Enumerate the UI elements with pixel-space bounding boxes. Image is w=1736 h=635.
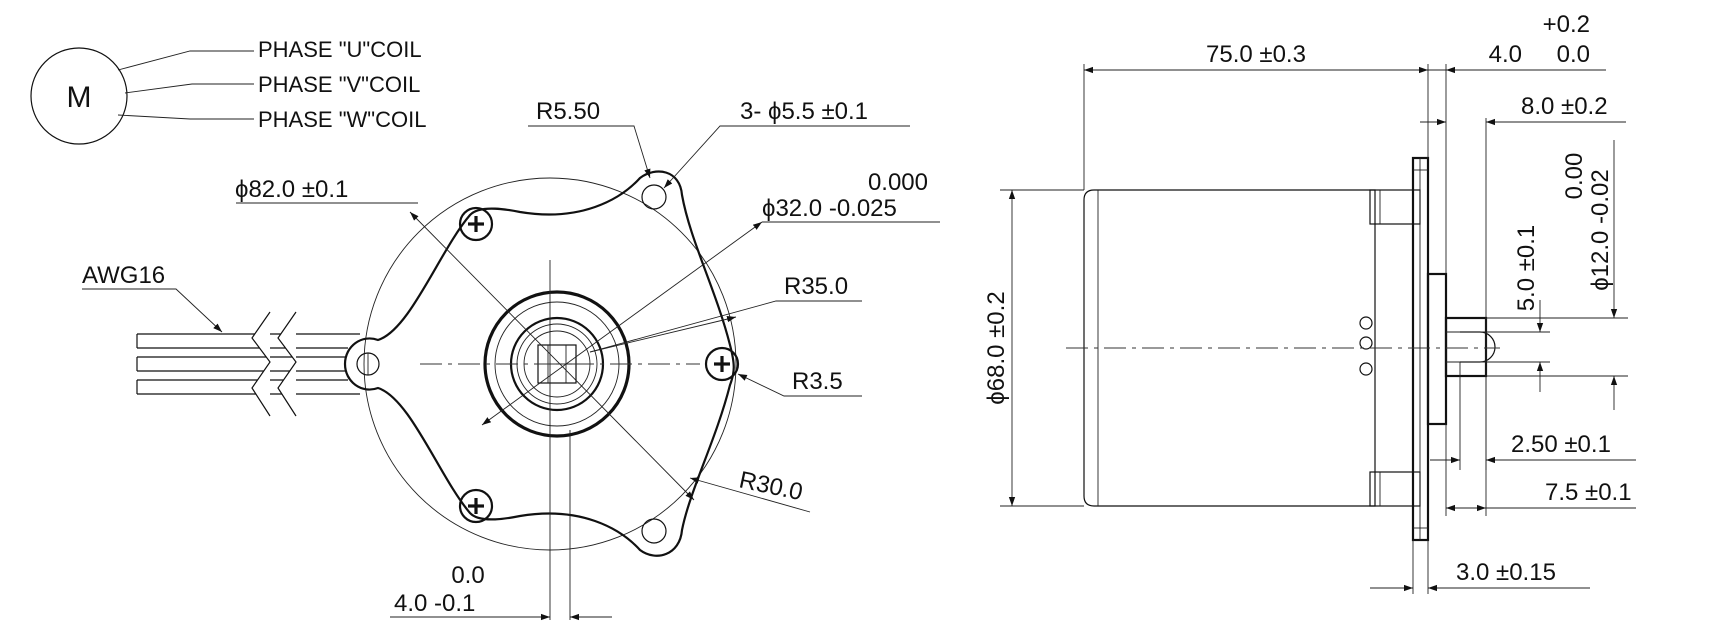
shaft-offset-label: 4.0 -0.1 [394, 590, 475, 617]
shaft-len-tol-lower-label: 0.0 [1557, 41, 1590, 68]
flat-width-label: 5.0 ±0.1 [1513, 225, 1540, 312]
pilot-length-label: 7.5 ±0.1 [1545, 479, 1632, 506]
screw-top-left [458, 206, 494, 242]
side-pilot [1426, 272, 1448, 426]
shaft-dia-label: ϕ12.0 -0.02 [1587, 169, 1614, 291]
body-dia-label: ϕ68.0 ±0.2 [983, 291, 1010, 404]
motor-symbol-circle [30, 47, 128, 145]
shaft-offset-tol-upper-label: 0.0 [451, 562, 484, 589]
mount-hole-top [641, 184, 667, 210]
shaft-len-tol-upper-label: +0.2 [1543, 11, 1590, 38]
motor-body [1083, 189, 1376, 507]
screw-radius-label: R3.5 [792, 368, 843, 395]
coil-w-label: PHASE "W"COIL [258, 107, 426, 132]
bolt-circle-radius-label: R35.0 [784, 273, 848, 300]
coil-v-label: PHASE "V"COIL [258, 72, 420, 97]
terminal-2 [1359, 336, 1373, 350]
front-view: ϕ82.0 ±0.1 R5.50 3- ϕ5.5 ±0.1 0.000 ϕ32.… [82, 98, 940, 621]
mount-holes-label: 3- ϕ5.5 ±0.1 [740, 98, 868, 125]
terminal-1 [1359, 316, 1373, 330]
shaft-len-nominal-label: 4.0 [1489, 41, 1522, 68]
lead-wires [136, 311, 360, 417]
coil-v-leader [124, 83, 254, 94]
pilot-tol-upper-label: 0.000 [868, 169, 928, 196]
flange-thickness-label: 3.0 ±0.15 [1456, 559, 1556, 586]
motor-symbol: M PHASE "U"COIL PHASE "V"COIL PHASE "W"C… [30, 37, 426, 145]
side-shaft [1444, 316, 1496, 378]
mount-hole-bottom [641, 518, 667, 544]
coil-u-label: PHASE "U"COIL [258, 37, 422, 62]
motor-symbol-letter: M [67, 81, 92, 114]
side-view: 75.0 ±0.3 +0.2 4.0 0.0 8.0 ±0.2 ϕ68.0 ±0… [983, 11, 1636, 594]
pilot-dia-label: ϕ32.0 -0.025 [762, 195, 897, 222]
coil-w-leader [117, 114, 254, 120]
terminal-3 [1359, 362, 1373, 376]
flange-radius-label: R30.0 [737, 466, 805, 506]
shaft-ext-label: 8.0 ±0.2 [1521, 93, 1608, 120]
coil-u-leader [117, 50, 254, 71]
wire-gauge-label: AWG16 [82, 262, 165, 289]
keyway-depth-label: 2.50 ±0.1 [1511, 431, 1611, 458]
shaft-dia-tol-upper-label: 0.00 [1561, 153, 1588, 200]
body-length-label: 75.0 ±0.3 [1206, 41, 1306, 68]
corner-radius-label: R5.50 [536, 98, 600, 125]
outer-circle-dia-label: ϕ82.0 ±0.1 [235, 176, 348, 203]
